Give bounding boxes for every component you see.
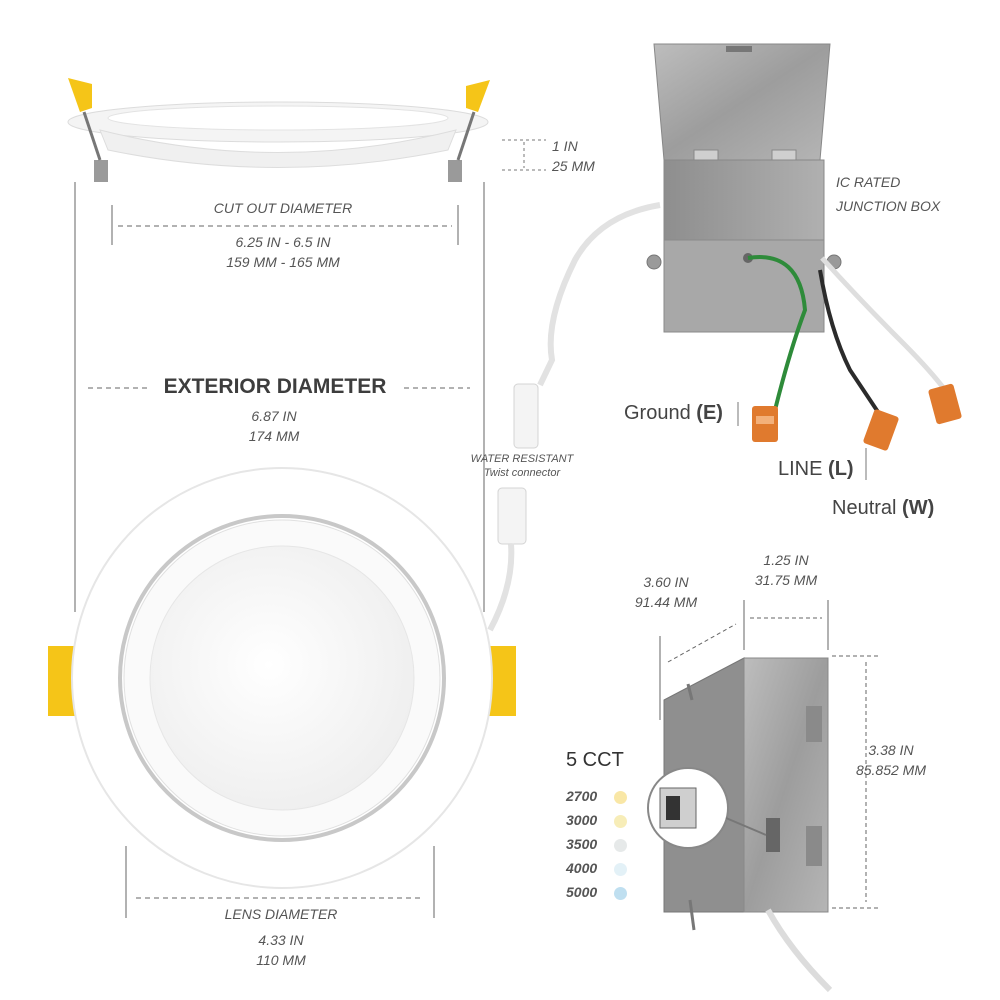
lens-inch: 4.33 IN	[258, 932, 304, 948]
height-inch: 1 IN	[552, 138, 578, 154]
box-width-mm: 31.75 MM	[754, 572, 818, 588]
box-width-label: 1.25 IN 31.75 MM	[734, 550, 838, 590]
cct-option-4000: 4000	[566, 860, 598, 876]
junction-box	[646, 43, 842, 333]
light-front-view	[48, 467, 516, 889]
junction-box-line2: JUNCTION BOX	[836, 198, 941, 214]
wire-connector-ground	[752, 406, 778, 442]
cct-swatch-2700	[614, 791, 627, 804]
cct-option-3000: 3000	[566, 812, 598, 828]
box-depth-inch: 3.60 IN	[643, 574, 689, 590]
connector-line1: WATER RESISTANT	[470, 453, 574, 465]
box-height-mm: 85.852 MM	[855, 762, 927, 778]
box-depth-label: 3.60 IN 91.44 MM	[618, 572, 714, 612]
driver-box	[647, 657, 833, 993]
lens-title: LENS DIAMETER	[224, 906, 338, 922]
box-depth-mm: 91.44 MM	[634, 594, 698, 610]
exterior-values: 6.87 IN 174 MM	[194, 406, 354, 446]
junction-box-label: IC RATED JUNCTION BOX	[836, 170, 940, 218]
height-label: 1 IN 25 MM	[552, 136, 595, 176]
exterior-mm: 174 MM	[248, 428, 300, 444]
box-width-inch: 1.25 IN	[763, 552, 809, 568]
light-side-profile	[67, 78, 490, 182]
cct-swatch-3000	[614, 815, 627, 828]
ground-label: Ground (E)	[624, 402, 723, 424]
cct-option-5000: 5000	[566, 884, 598, 900]
cct-option-3500: 3500	[566, 836, 598, 852]
height-mm: 25 MM	[552, 158, 595, 174]
cct-swatch-3500	[614, 839, 627, 852]
connector-line2: Twist connector	[483, 467, 561, 479]
cct-option-2700: 2700	[566, 788, 598, 804]
connector-label: WATER RESISTANT Twist connector	[460, 452, 584, 480]
cutout-values: 6.25 IN - 6.5 IN 159 MM - 165 MM	[183, 232, 383, 272]
lens-mm: 110 MM	[256, 952, 306, 968]
junction-box-line1: IC RATED	[836, 174, 901, 190]
box-height-label: 3.38 IN 85.852 MM	[836, 740, 946, 780]
twist-connector-cable	[487, 202, 661, 632]
cct-swatch-5000	[614, 887, 627, 900]
wire-connector-neutral	[928, 383, 962, 425]
lens-values: 4.33 IN 110 MM	[201, 930, 361, 970]
cutout-mm: 159 MM - 165 MM	[226, 254, 340, 270]
wires	[747, 255, 947, 417]
exterior-inch: 6.87 IN	[251, 408, 297, 424]
cct-title: 5 CCT	[566, 749, 624, 771]
box-height-inch: 3.38 IN	[868, 742, 914, 758]
line-label: LINE (L)	[778, 458, 854, 480]
exterior-title: EXTERIOR DIAMETER	[163, 375, 387, 398]
cct-swatch-4000	[614, 863, 627, 876]
wire-connector-line	[863, 409, 899, 451]
cutout-inch: 6.25 IN - 6.5 IN	[235, 234, 331, 250]
cutout-title: CUT OUT DIAMETER	[213, 200, 353, 216]
neutral-label: Neutral (W)	[832, 497, 935, 519]
